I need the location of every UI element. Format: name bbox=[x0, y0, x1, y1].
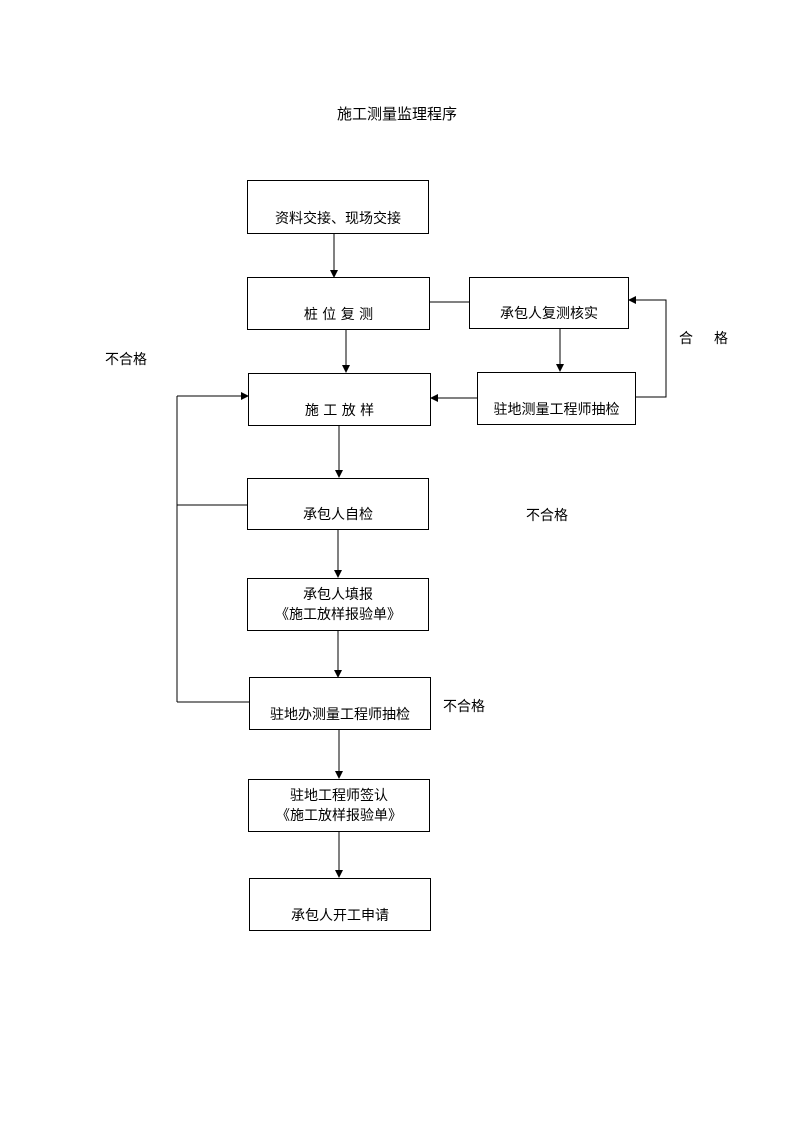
box-contractor-recheck-label: 承包人复测核实 bbox=[500, 306, 598, 322]
box-handover: 资料交接、现场交接 bbox=[247, 180, 429, 234]
box-office-spot-check: 驻地办测量工程师抽检 bbox=[249, 677, 431, 730]
box-construction-layout-label: 施 工 放 样 bbox=[304, 403, 375, 419]
box-contractor-self-check-label: 承包人自检 bbox=[303, 507, 373, 523]
label-fail-lower: 不合格 bbox=[443, 699, 485, 715]
label-fail-middle: 不合格 bbox=[526, 508, 568, 524]
box-office-spot-check-label: 驻地办测量工程师抽检 bbox=[270, 707, 410, 723]
box-handover-label: 资料交接、现场交接 bbox=[275, 211, 401, 227]
label-fail-left: 不合格 bbox=[105, 352, 147, 368]
box-contractor-report-line2: 《施工放样报验单》 bbox=[275, 606, 401, 623]
box-start-application-label: 承包人开工申请 bbox=[291, 908, 389, 924]
box-engineer-sign: 驻地工程师签认 《施工放样报验单》 bbox=[248, 779, 430, 832]
box-contractor-report-line1: 承包人填报 bbox=[303, 586, 373, 603]
page-title: 施工测量监理程序 bbox=[336, 105, 457, 123]
box-contractor-report: 承包人填报 《施工放样报验单》 bbox=[247, 578, 429, 631]
box-resident-spot-check: 驻地测量工程师抽检 bbox=[477, 372, 636, 425]
box-contractor-self-check: 承包人自检 bbox=[247, 478, 429, 530]
box-contractor-recheck: 承包人复测核实 bbox=[469, 277, 629, 329]
box-stake-recheck-label: 桩 位 复 测 bbox=[303, 307, 374, 323]
box-engineer-sign-line1: 驻地工程师签认 bbox=[290, 787, 388, 804]
box-engineer-sign-line2: 《施工放样报验单》 bbox=[276, 807, 402, 824]
label-pass-right: 合格 bbox=[679, 331, 749, 347]
box-construction-layout: 施 工 放 样 bbox=[248, 373, 431, 426]
box-start-application: 承包人开工申请 bbox=[249, 878, 431, 931]
box-stake-recheck: 桩 位 复 测 bbox=[247, 277, 430, 330]
box-resident-spot-check-label: 驻地测量工程师抽检 bbox=[493, 402, 620, 418]
